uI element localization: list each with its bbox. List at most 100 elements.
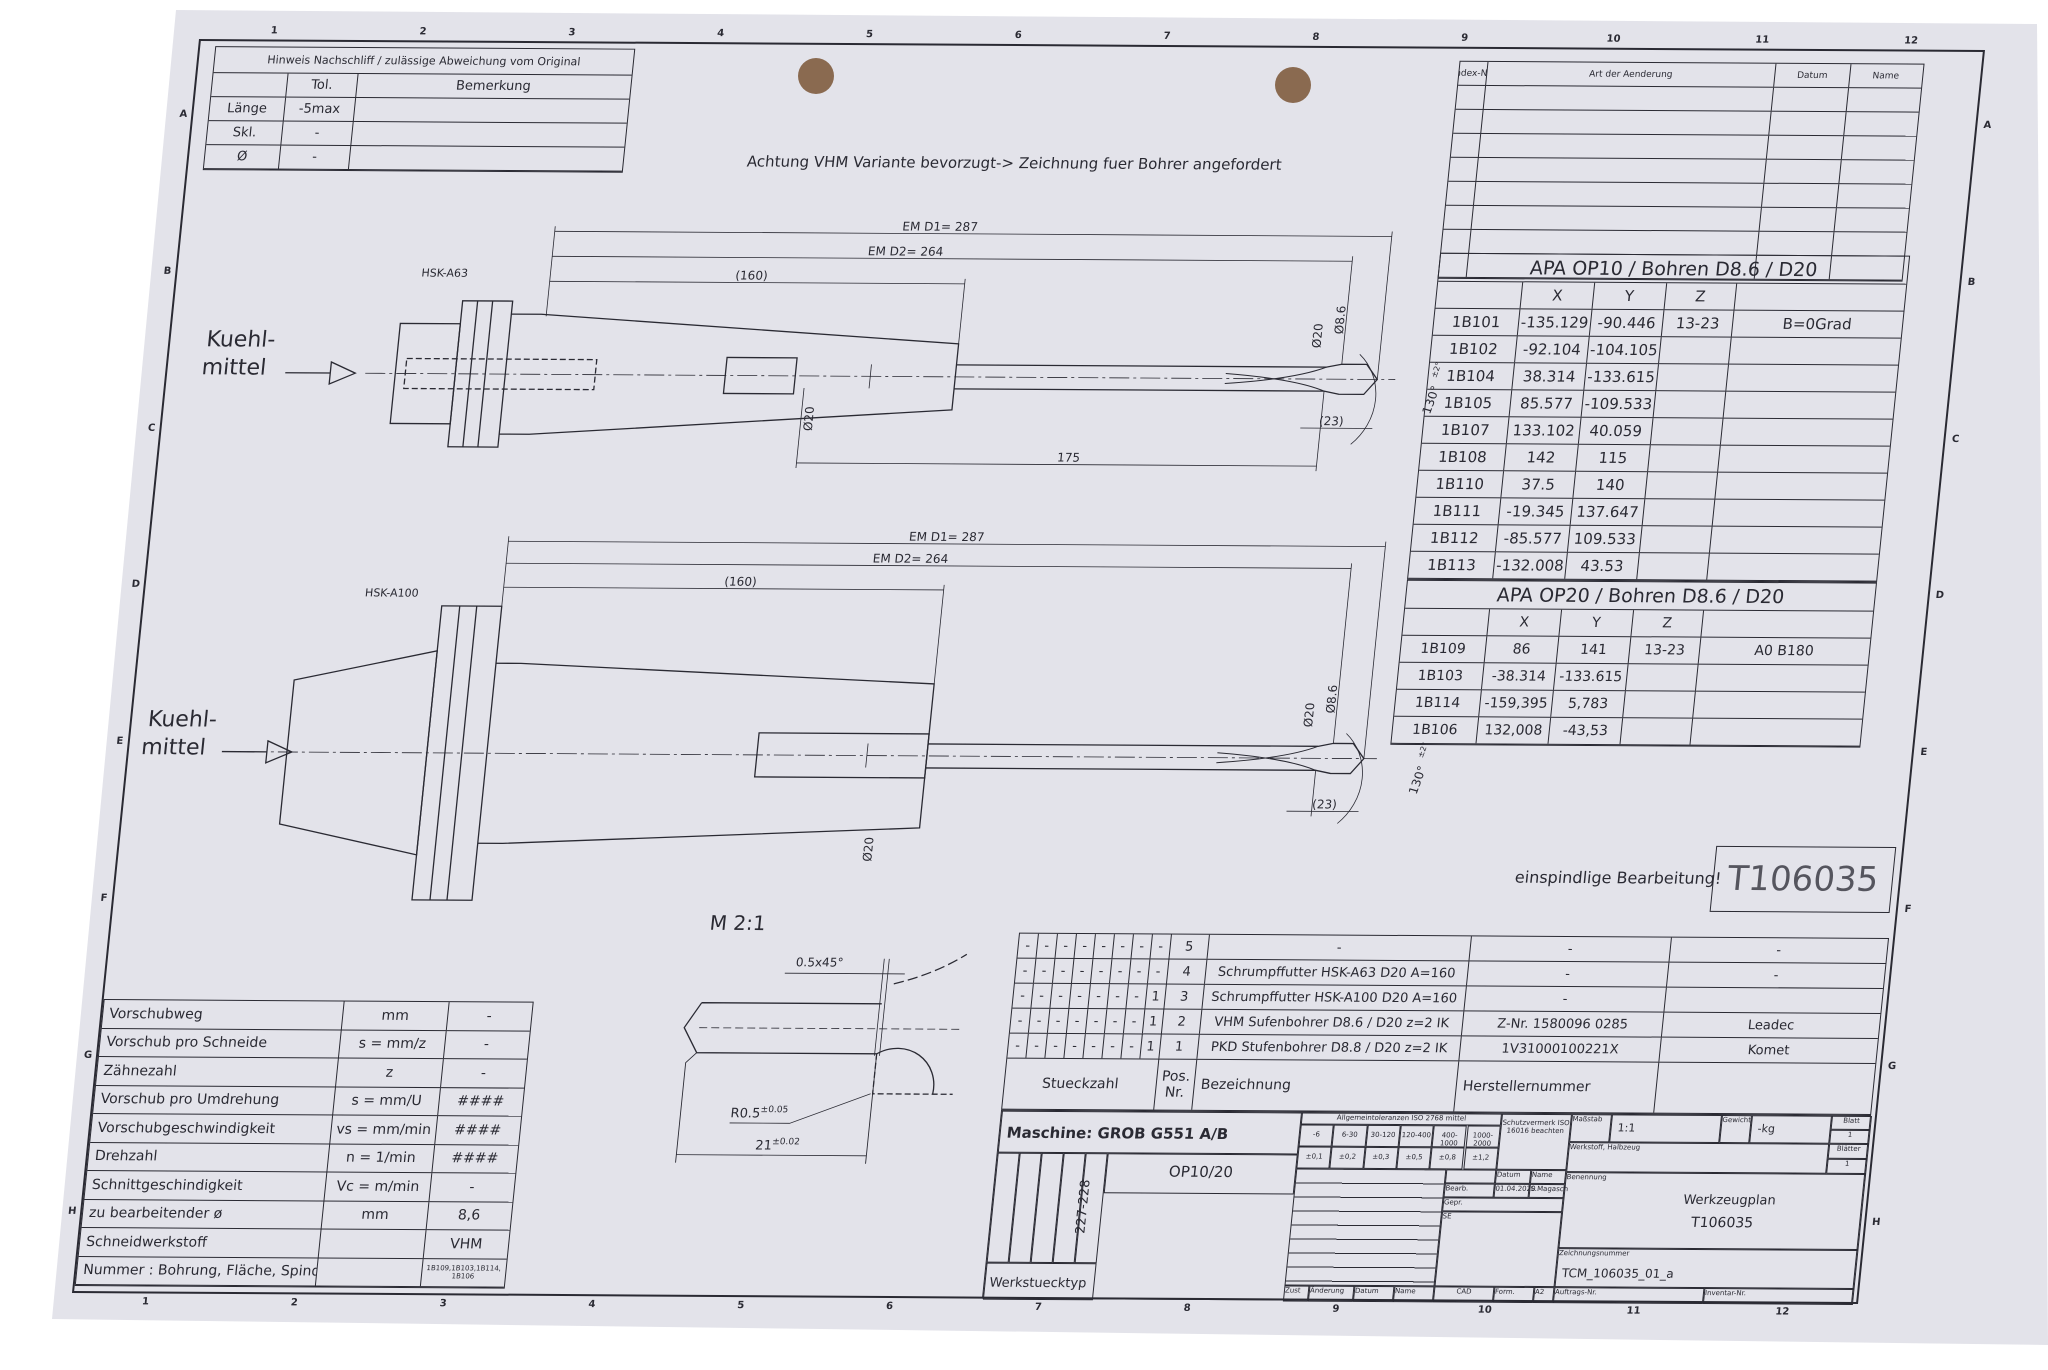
dim-shank-dia-op20: Ø20 [860,837,876,862]
table-cell [1443,205,1474,229]
coordinate-row: 1B102-92.104-104.105 [1429,335,1901,366]
table-cell [1771,87,1850,112]
table-cell: 1B105 [1424,389,1513,417]
zone-column-marker: 8 [1311,31,1320,43]
table-cell: VHM [449,1236,484,1253]
table-cell: Z [1631,610,1705,637]
detail-tip [683,1002,882,1055]
table-cell: -38.314 [1481,663,1557,690]
zone-column-marker: 3 [567,27,576,39]
table-cell: Skl. [206,121,284,145]
length-value: 21 [754,1138,773,1154]
tolerance-value: ±0,2 [1329,1146,1366,1169]
parts-list-header: Stueckzahl Pos.Nr. Bezeichnung Herstelle… [1002,1058,1875,1114]
table-cell: - [1009,1008,1032,1033]
table-cell: - [1123,1009,1146,1034]
table-cell [1435,281,1524,309]
coolant-label: Kuehl- [146,707,219,733]
table-cell: - [1028,1008,1051,1033]
table-cell [354,98,628,123]
dim-175: 175 [1056,450,1081,465]
tolerance-range: 30-120 [1365,1124,1401,1148]
change-grid [1284,1168,1447,1287]
zone-column-marker: 11 [1625,1305,1642,1317]
table-cell: 2 [1161,1009,1203,1034]
table-cell [1471,205,1762,231]
flange-collar [411,605,503,901]
title-block: Maschine: GROB G551 A/B 227-228 OP10/20 … [981,1109,1873,1305]
table-cell: #### [456,1093,505,1110]
table-cell: Y [1592,282,1668,310]
table-cell [1696,665,1867,692]
table-cell: 1B107 [1421,416,1510,444]
table-cell [1766,135,1845,160]
machine-label: Maschine: GROB G551 A/B [997,1110,1303,1155]
table-cell: 1 [1145,984,1167,1009]
sheets-value: 1 [1826,1158,1868,1174]
table-cell: - [1069,983,1091,1009]
table-cell: - [1466,961,1670,987]
table-cell: 137.647 [1570,498,1646,526]
table-cell: -85.577 [1495,525,1571,552]
table-cell: - [1017,933,1039,958]
table-cell: Schnittgeschindigkeit [84,1171,328,1200]
tolerance-range: 1000-2000 [1465,1125,1501,1148]
detail-scale: M 2:1 [708,910,767,936]
sheets-label: Blätter [1827,1143,1870,1159]
coolant-tube [403,357,598,391]
table-cell: - [1014,958,1037,983]
tool-assembly-op10 [285,226,1396,472]
designation-line-2: T106035 [1690,1214,1754,1232]
table-cell [1735,284,1906,311]
zone-row-marker: A [178,108,188,120]
tool-assembly-op20 [221,536,1387,901]
length-tolerance: ±0.02 [771,1137,801,1148]
table-cell: - [480,1065,487,1082]
table-cell: - [1464,986,1667,1012]
tolerance-value: ±0,1 [1296,1146,1332,1169]
dim-160: (160) [734,268,769,283]
table-cell: 1B101 [1432,308,1521,336]
table-cell: 1 [1142,1009,1165,1034]
zone-column-marker: 6 [1014,30,1023,42]
table-cell [1481,109,1772,135]
table-cell [1729,338,1900,365]
table-cell [1645,472,1719,499]
table-cell: -19.345 [1498,498,1574,525]
zone-row-marker: D [131,579,141,591]
coordinate-row: 1B103-38.314-133.615 [1396,662,1868,693]
zone-column-marker: 10 [1477,1304,1493,1316]
table-cell: - [1126,984,1148,1009]
table-cell [1642,499,1716,526]
table-cell [1648,445,1721,472]
table-cell: - [468,1179,476,1196]
table-cell: Komet [1747,1042,1791,1058]
table-cell [1835,208,1908,231]
table-cell: 3 [1164,984,1205,1009]
radius-tolerance: ±0.05 [760,1105,789,1116]
table-cell: Tol. [286,73,359,98]
coolant-arrow-icon [221,739,294,764]
centerline [246,751,1377,760]
designation-label: Benennung [1558,1172,1867,1250]
table-cell: 1B104 [1427,362,1515,390]
table-cell: Vorschubweg [101,1000,345,1029]
table-cell [1718,446,1889,473]
zone-row-marker: C [1951,433,1960,445]
detail-chamfer: 0.5x45° [795,955,845,970]
clamp-bore [753,732,930,779]
table-cell [1701,611,1872,638]
table-cell [1659,337,1732,364]
table-cell: - [1066,1008,1089,1034]
dim-em-d1: EM D1= 287 [901,219,979,234]
regrind-row: Ø- [203,145,625,172]
